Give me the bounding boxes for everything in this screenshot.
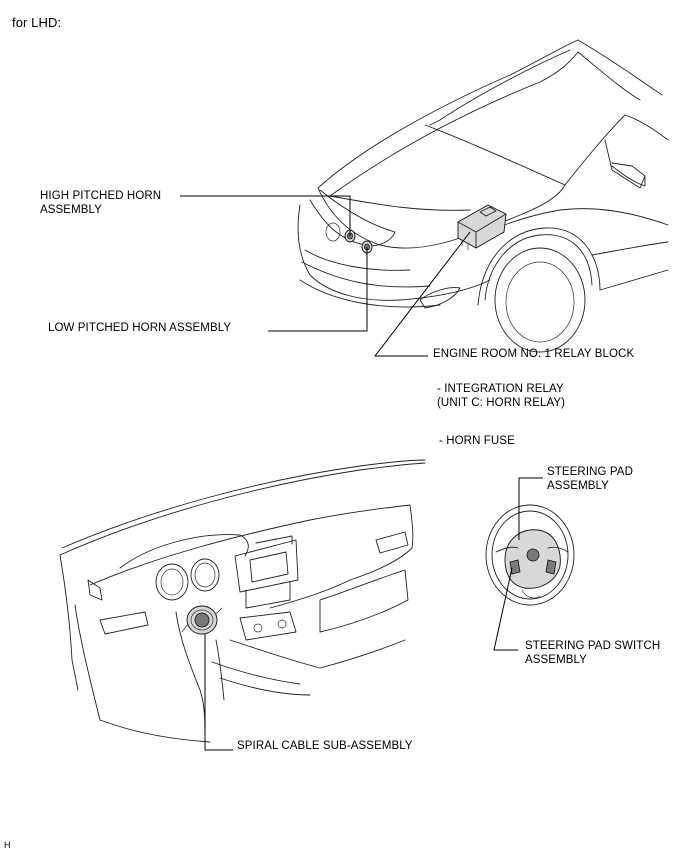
figure-code: H: [4, 840, 11, 850]
low-pitched-horn-label: LOW PITCHED HORN ASSEMBLY: [48, 322, 232, 334]
steering-pad-switch-label-line1: STEERING PAD SWITCH: [525, 640, 661, 652]
steering-pad-label-line1: STEERING PAD: [547, 466, 633, 478]
steering-pad-switch-label-line2: ASSEMBLY: [525, 654, 587, 666]
horn-fuse-label: - HORN FUSE: [439, 435, 515, 447]
high-pitched-horn-label-line1: HIGH PITCHED HORN: [40, 190, 162, 202]
horn-parts: [344, 229, 373, 254]
integration-relay-label-line2: (UNIT C: HORN RELAY): [437, 397, 566, 409]
variant-label: for LHD:: [12, 15, 62, 30]
spiral-cable-label: SPIRAL CABLE SUB-ASSEMBLY: [237, 740, 413, 752]
relay-block-label: ENGINE ROOM NO. 1 RELAY BLOCK: [433, 348, 635, 360]
steering-wheel-illustration: [485, 504, 575, 606]
car-illustration: [297, 39, 669, 353]
high-pitched-horn-label-line2: ASSEMBLY: [40, 204, 102, 216]
relay-block-part: [457, 204, 507, 251]
integration-relay-label-line1: - INTEGRATION RELAY: [437, 383, 564, 395]
steering-pad-label-line2: ASSEMBLY: [547, 480, 609, 492]
spiral-cable-part: [181, 605, 223, 635]
dashboard-illustration: [59, 459, 426, 743]
leader-lines: [180, 195, 543, 751]
